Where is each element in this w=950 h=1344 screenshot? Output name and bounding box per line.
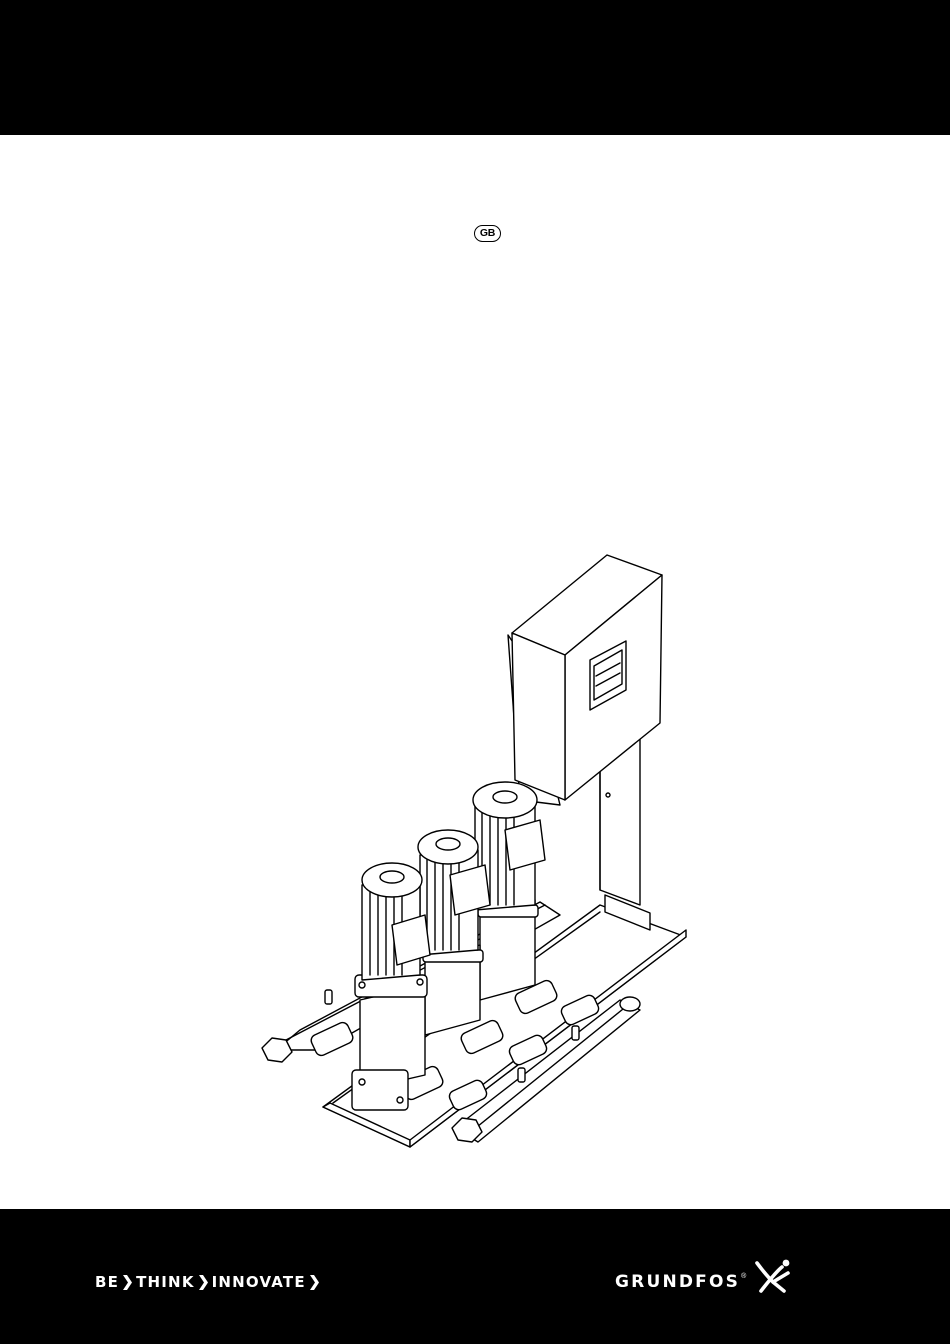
pump-front [352,863,430,1110]
slogan-word-be: BE [95,1273,119,1291]
chevron-right-icon [309,1275,319,1290]
chevron-right-icon [122,1275,132,1290]
slogan-word-think: THINK [136,1273,195,1291]
language-badge: GB [474,225,501,242]
booster-set-illustration [240,545,710,1165]
grundfos-man-icon [752,1258,792,1294]
grundfos-logo: GRUNDFOS ® [615,1258,792,1294]
header-band [0,0,950,135]
slogan: BE THINK INNOVATE [95,1272,323,1292]
brand-name: GRUNDFOS [615,1272,740,1292]
registered-mark: ® [741,1273,746,1280]
chevron-right-icon [198,1275,208,1290]
slogan-word-innovate: INNOVATE [212,1273,306,1291]
